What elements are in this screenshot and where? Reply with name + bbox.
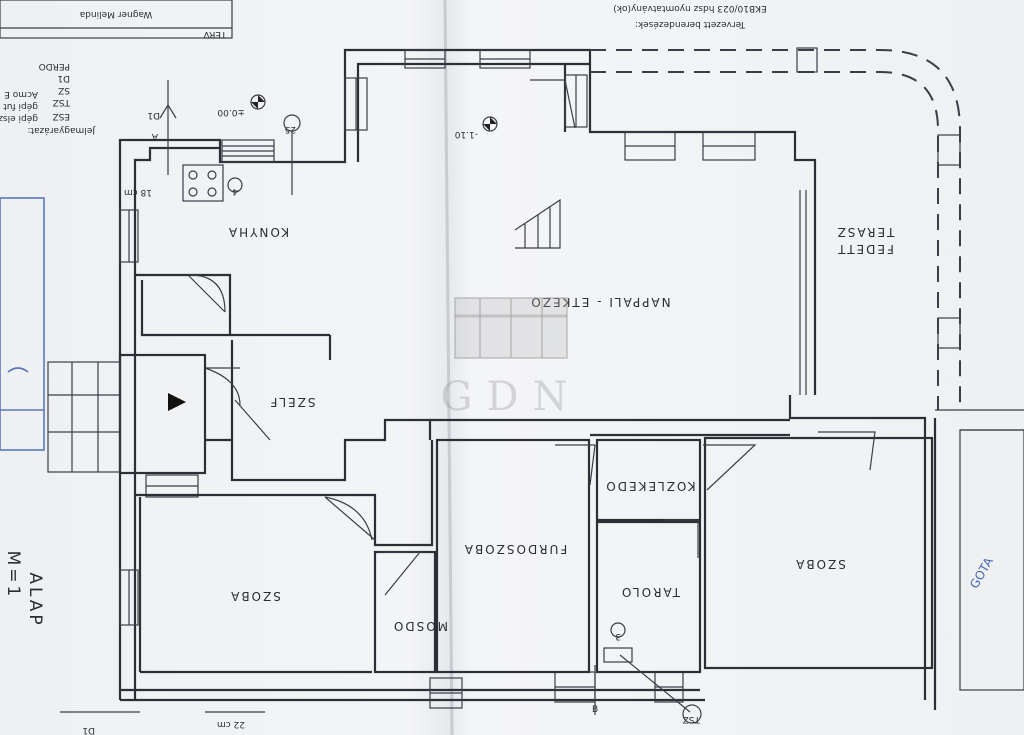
door bbox=[324, 496, 376, 541]
door bbox=[530, 79, 576, 129]
doors bbox=[187, 79, 876, 596]
door bbox=[703, 444, 757, 491]
edge-label-alap-group: ALAP bbox=[25, 572, 45, 627]
legend-row-5: PERDO bbox=[39, 61, 70, 71]
terrace-outline-outer bbox=[590, 49, 961, 410]
room-label-szoba-right: SZOBA bbox=[794, 557, 846, 571]
legend-row-2: TSZ bbox=[53, 97, 71, 107]
section-b-text: B bbox=[592, 705, 598, 715]
door bbox=[380, 551, 422, 596]
title-block: Wagner Melinda TERV EKB10/023 hdsz nyomt… bbox=[0, 0, 767, 39]
title-block-name: Wagner Melinda bbox=[80, 9, 153, 19]
room-label-fedett: FEDETT bbox=[836, 242, 894, 256]
level-zero-text: ±0.00 bbox=[217, 107, 245, 117]
window bbox=[404, 49, 446, 69]
outer-walls bbox=[118, 48, 937, 710]
room-label-szoba-left: SZOBA bbox=[229, 589, 281, 603]
circle-callout-4: 4 bbox=[227, 177, 243, 196]
door bbox=[204, 367, 241, 406]
title-block-line: EKB10/023 hdsz nyomtatvány(ok) bbox=[613, 3, 766, 13]
legend-text-3: Acmo E bbox=[4, 89, 38, 99]
circle-callout-25: 25 bbox=[283, 114, 301, 195]
window bbox=[796, 47, 818, 73]
room-label-mosdo: MOSDO bbox=[392, 619, 448, 633]
watermark-logo: GDN bbox=[440, 297, 581, 420]
d1-bottom-marker: D1 bbox=[60, 711, 140, 735]
dim-bottom: 22 cm bbox=[205, 711, 265, 729]
door bbox=[234, 399, 271, 441]
room-label-konyha: KONYHA bbox=[227, 225, 289, 239]
edge-label-scale-group: M=1 bbox=[3, 551, 23, 600]
dim-left: 18 cm bbox=[124, 187, 152, 197]
window bbox=[344, 77, 368, 131]
legend-row-1: ESZ bbox=[52, 111, 70, 121]
circle-25-text: 25 bbox=[285, 124, 296, 134]
right-annex bbox=[959, 429, 1024, 691]
tsz-text: TSZ bbox=[683, 714, 701, 724]
room-label-terasz: TERASZ bbox=[836, 225, 896, 239]
level-minus-text: -1.10 bbox=[454, 129, 478, 139]
door bbox=[555, 444, 596, 486]
stove bbox=[182, 164, 224, 202]
door bbox=[665, 519, 699, 558]
window bbox=[145, 474, 199, 498]
window bbox=[429, 677, 463, 709]
section-a-text: A bbox=[151, 131, 158, 141]
window bbox=[479, 49, 531, 69]
title-block-tag: TERV bbox=[203, 29, 228, 39]
window bbox=[702, 131, 756, 161]
circle-4-text: 4 bbox=[232, 186, 238, 196]
window bbox=[119, 209, 139, 263]
watermark-text: GDN bbox=[440, 374, 581, 420]
door bbox=[818, 431, 876, 471]
window bbox=[624, 131, 676, 161]
legend-text-1: gépi elsz bbox=[0, 113, 38, 124]
terrace-outline-inner bbox=[590, 71, 939, 410]
window bbox=[564, 74, 588, 128]
window bbox=[221, 139, 275, 163]
dim-bottom-text: 22 cm bbox=[217, 719, 245, 729]
title-block-heading: Tervezett berendezések: bbox=[635, 19, 746, 30]
level-marker-zero: ±0.00 bbox=[217, 94, 266, 117]
window bbox=[937, 317, 961, 349]
legend-row-4: D1 bbox=[57, 73, 70, 83]
window bbox=[119, 569, 139, 626]
dim-left-text: 18 cm bbox=[124, 187, 152, 197]
paper-fold bbox=[443, 0, 454, 735]
interior-walls bbox=[47, 190, 934, 674]
room-label-kozlekedo: KOZLEKEDO bbox=[604, 479, 695, 493]
legend: Jelmagyarázat: ESZ TSZ SZ D1 PERDO gépi … bbox=[0, 61, 96, 135]
section-marker-a: A D1 bbox=[147, 80, 177, 175]
legend-text-2: gépi fut bbox=[3, 101, 38, 112]
circle-3-text: 3 bbox=[615, 631, 621, 641]
stairs bbox=[514, 198, 561, 249]
d1-top-text: D1 bbox=[147, 110, 160, 120]
door bbox=[187, 274, 226, 313]
edge-label-right-blue: GOTA bbox=[967, 554, 996, 591]
section-marker-b: B bbox=[592, 665, 598, 715]
entry-arrow bbox=[168, 393, 186, 411]
legend-row-3: SZ bbox=[58, 85, 70, 95]
room-label-nappali: NAPPALI - ETKEZO bbox=[529, 295, 670, 309]
window bbox=[554, 671, 596, 703]
blue-stamp bbox=[0, 197, 45, 451]
level-marker-minus: -1.10 bbox=[454, 116, 498, 139]
room-label-furdoszoba: FURDOSZOBA bbox=[463, 542, 567, 556]
window bbox=[937, 134, 961, 166]
legend-title: Jelmagyarázat: bbox=[27, 125, 96, 135]
circle-callout-3: 3 bbox=[603, 622, 633, 663]
edge-label-alap: ALAP bbox=[25, 572, 45, 627]
room-label-tarolo: TAROLO bbox=[620, 585, 681, 599]
edge-label-scale: M=1 bbox=[3, 551, 23, 600]
d1-bottom-text: D1 bbox=[82, 725, 95, 735]
tsz-marker: TSZ bbox=[619, 654, 702, 724]
room-label-szelf: SZELF bbox=[268, 395, 315, 409]
